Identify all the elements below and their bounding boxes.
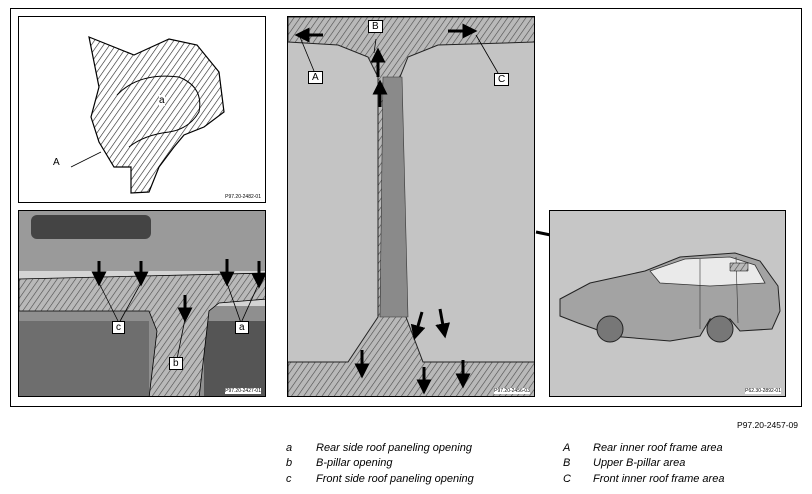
detail-drawing xyxy=(70,36,225,194)
label-c: c xyxy=(112,321,125,334)
b-pillar-hatched xyxy=(288,17,534,396)
car-body-photo xyxy=(550,211,785,396)
roof-frame-shape xyxy=(88,36,225,194)
label-a: a xyxy=(159,95,165,106)
label-B: B xyxy=(368,20,383,33)
label-A: A xyxy=(53,157,60,168)
panel-top-left: a A P97.20-2482-01 xyxy=(18,16,266,203)
figure-ref-bottom-left: P97.20-2427-01 xyxy=(225,388,261,394)
label-C: C xyxy=(494,73,510,86)
b-pillar-photo xyxy=(288,17,534,396)
roof-rail-hatched xyxy=(19,272,265,396)
figure-ref-top-left: P97.20-2482-01 xyxy=(225,194,261,200)
panel-right: P62.30-2892-01 xyxy=(549,210,786,397)
figure-ref-right: P62.30-2892-01 xyxy=(745,388,781,394)
panel-center: A B C P97.20-2456-03 xyxy=(287,16,535,397)
label-a: a xyxy=(235,321,249,334)
label-b: b xyxy=(169,357,183,370)
inner-contour xyxy=(116,75,201,148)
panel-bottom-left: c a b P97.20-2427-01 xyxy=(18,210,266,397)
figure-ref-center: P97.20-2456-03 xyxy=(494,388,530,394)
figure-id: P97.20-2457-09 xyxy=(737,420,798,430)
photo-rendering xyxy=(19,211,265,396)
figure-frame xyxy=(10,8,802,407)
label-A: A xyxy=(308,71,323,84)
